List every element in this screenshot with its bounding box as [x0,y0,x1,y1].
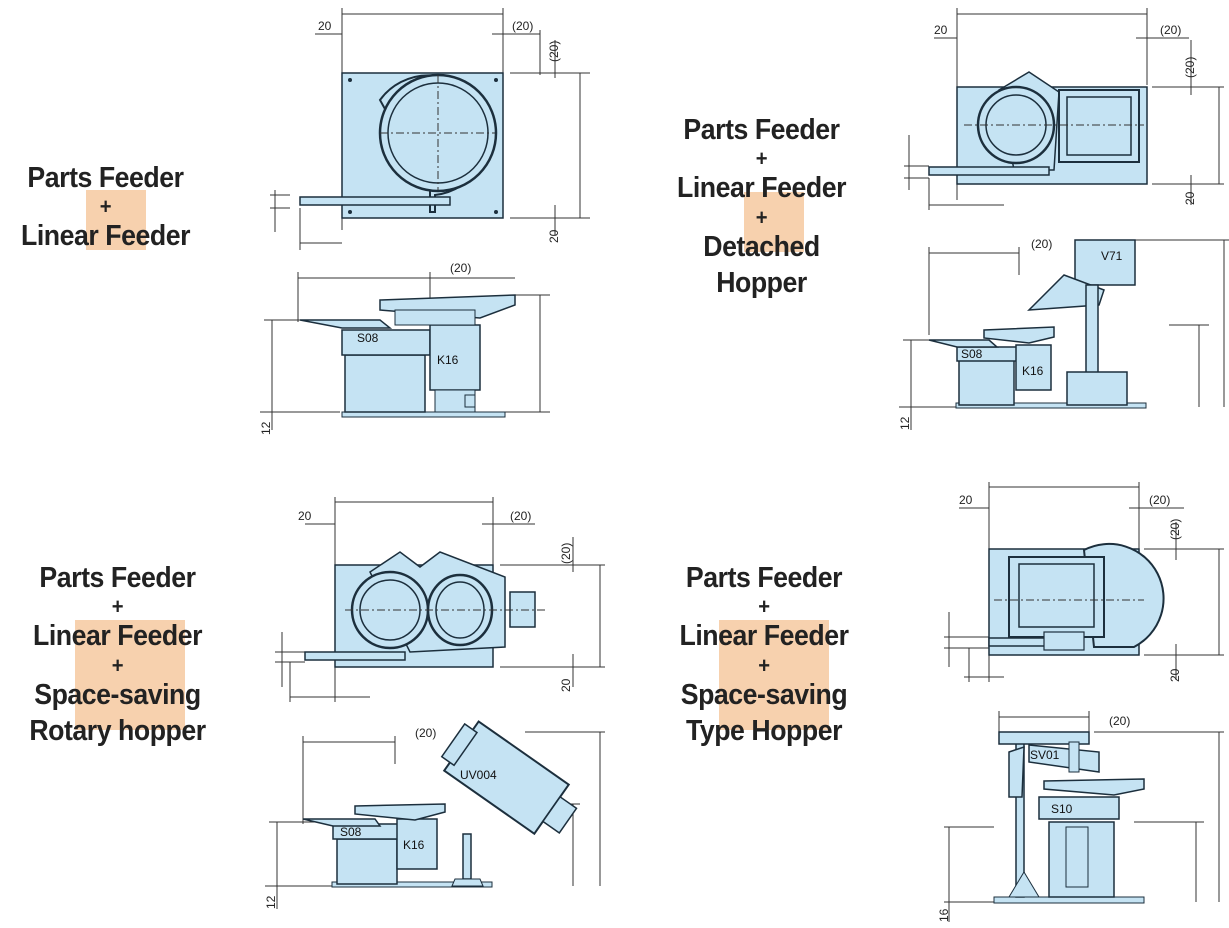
dimension-label: (20) [1149,493,1170,507]
dimension-label: 20 [959,493,973,507]
part-code-label: K16 [1022,364,1044,378]
plan-view-diagram: 20 (20) (20) 20 [904,8,1224,210]
configuration-label: Parts Feeder + Linear Feeder + Space-sav… [664,560,864,749]
dimension-label: 20 [298,509,312,523]
part-code-label: K16 [437,353,459,367]
part-code-label: S08 [961,347,983,361]
dimension-label: (20) [1031,237,1052,251]
side-view-diagram: (20) S08 K16 V71 12 [898,237,1229,430]
plan-view-diagram: 20 (20) (20) 20 [944,482,1224,682]
label-line: + [758,652,770,678]
configuration-label: Parts Feeder + Linear Feeder [8,160,203,255]
dimension-label: 20 [318,19,332,33]
dimension-label: (20) [1109,714,1130,728]
dimension-label: (20) [450,261,471,275]
label-line: Space-saving [680,678,848,711]
part-code-label: SV01 [1030,748,1060,762]
dimension-label: 12 [264,895,278,909]
parts-icon-accent [86,190,146,250]
part-code-label: S10 [1051,802,1073,816]
part-code-label: S08 [357,331,379,345]
dimension-label: 20 [547,229,561,243]
dimension-label: 16 [937,908,951,922]
part-code-label: S08 [340,825,362,839]
label-line: Parts Feeder [39,562,196,594]
label-line: Hopper [716,266,807,299]
dimension-label: 12 [898,416,912,430]
plan-view-diagram: 20 (20) (20) 20 [270,8,590,250]
label-line: + [758,594,770,620]
label-line: Rotary hopper [29,714,206,747]
parts-icon-accent [744,192,804,252]
panel-detached-hopper: Parts Feeder + Linear Feeder + Detached … [614,0,1229,462]
side-view-diagram: (20) S08 K16 UV004 12 [264,720,605,909]
label-line: + [755,146,768,172]
parts-icon-accent [75,620,185,730]
label-line: Linear Feeder [677,172,846,205]
parts-icon-accent [719,620,829,730]
label-line: Parts Feeder [683,114,840,146]
label-line: Linear Feeder [679,620,849,653]
label-line: Detached [703,230,820,263]
label-line: Linear Feeder [21,220,190,253]
label-line: Space-saving [34,678,201,711]
panel-parts-linear: Parts Feeder + Linear Feeder 20 (20) (20… [0,0,614,462]
dimension-label: (20) [415,726,436,740]
part-code-label: V71 [1101,249,1123,263]
dimension-label: (20) [512,19,533,33]
dimension-label: 12 [259,421,273,435]
dimension-label: 20 [1183,191,1197,205]
part-code-label: K16 [403,838,425,852]
label-line: Parts Feeder [685,562,843,594]
label-line: + [111,594,124,620]
panel-space-saving-hopper: Parts Feeder + Linear Feeder + Space-sav… [614,462,1229,928]
dimension-label: (20) [510,509,531,523]
label-line: Type Hopper [685,714,843,747]
dimension-label: (20) [1183,57,1197,78]
dimension-label: (20) [1168,519,1182,540]
dimension-label: 20 [1168,668,1182,682]
dimension-label: 20 [934,23,948,37]
label-line: + [111,652,124,678]
plan-view-diagram: 20 (20) (20) 20 [275,497,605,702]
dimension-label: (20) [1160,23,1181,37]
panel-rotary-hopper: Parts Feeder + Linear Feeder + Space-sav… [0,462,614,928]
label-line: Linear Feeder [33,620,202,653]
dimension-label: (20) [559,543,573,564]
dimension-label: (20) [547,41,561,62]
side-view-diagram: (20) SV01 S10 16 [937,711,1224,922]
configuration-label: Parts Feeder + Linear Feeder + Space-sav… [15,560,220,749]
configuration-label: Parts Feeder + Linear Feeder + Detached … [664,112,859,301]
dimension-label: 20 [559,678,573,692]
side-view-diagram: (20) S08 K16 12 [259,261,550,435]
part-code-label: UV004 [460,768,497,782]
label-line: + [99,194,112,220]
label-line: + [755,204,768,230]
label-line: Parts Feeder [27,162,184,194]
